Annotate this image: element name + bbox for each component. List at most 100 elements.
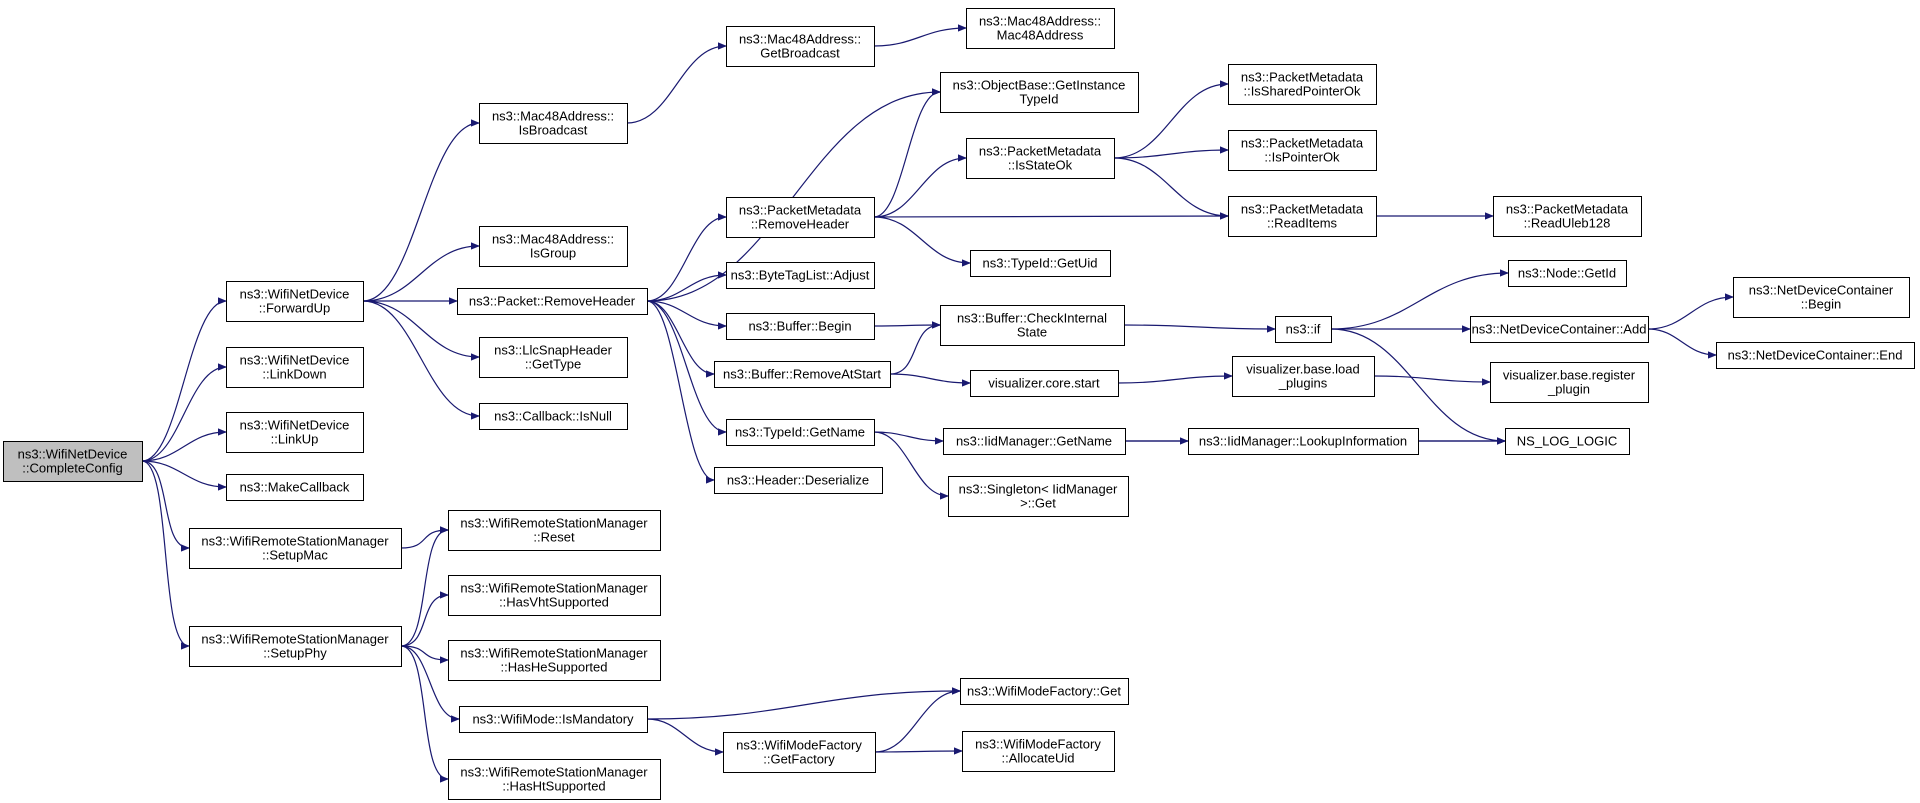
- node-ns3-singleton-iidmanager-get[interactable]: ns3::Singleton< IidManager >::Get: [948, 476, 1129, 517]
- node-ns3-wifimode-ismandatory[interactable]: ns3::WifiMode::IsMandatory: [459, 706, 648, 733]
- node-ns3-mac48address-mac48address[interactable]: ns3::Mac48Address::Mac48Address: [966, 8, 1115, 49]
- node-ns3-packetmetadata-readuleb128[interactable]: ns3::PacketMetadata::ReadUleb128: [1493, 196, 1642, 237]
- node-ns3-iidmanager-lookupinformation[interactable]: ns3::IidManager::LookupInformation: [1188, 428, 1419, 455]
- node-ns3-buffer-removeatstart[interactable]: ns3::Buffer::RemoveAtStart: [714, 361, 891, 388]
- edge-n44-n47: [646, 691, 960, 720]
- node-box: [966, 138, 1115, 179]
- edge-n7-n43: [400, 645, 448, 660]
- node-label: ::ReadUleb128: [1524, 216, 1611, 231]
- node-ns3-wifiremotestationmanager-setupmac[interactable]: ns3::WifiRemoteStationManager::SetupMac: [189, 528, 402, 569]
- node-label: ns3::WifiRemoteStationManager: [460, 516, 648, 531]
- node-ns3-wifimodefactory-get[interactable]: ns3::WifiModeFactory::Get: [960, 678, 1129, 705]
- node-ns3-callback-isnull[interactable]: ns3::Callback::IsNull: [479, 403, 628, 430]
- node-visualizer-base-register-plugin[interactable]: visualizer.base.register_plugin: [1490, 362, 1649, 403]
- node-label: ::GetType: [525, 357, 581, 372]
- node-ns-log-logic[interactable]: NS_LOG_LOGIC: [1505, 428, 1630, 455]
- node-ns3-wifimodefactory-getfactory[interactable]: ns3::WifiModeFactory::GetFactory: [723, 732, 876, 773]
- node-ns3-packet-removeheader[interactable]: ns3::Packet::RemoveHeader: [457, 288, 648, 315]
- node-ns3-packetmetadata-readitems[interactable]: ns3::PacketMetadata::ReadItems: [1228, 196, 1377, 237]
- node-visualizer-core-start[interactable]: visualizer.core.start: [970, 370, 1119, 397]
- node-ns3-buffer-begin[interactable]: ns3::Buffer::Begin: [726, 313, 875, 340]
- node-ns3-iidmanager-getname[interactable]: ns3::IidManager::GetName: [943, 428, 1126, 455]
- edge-n32-n35: [1330, 273, 1508, 330]
- node-ns3-wifiremotestationmanager-hasvhtsupported[interactable]: ns3::WifiRemoteStationManager::HasVhtSup…: [448, 575, 661, 616]
- node-box: [226, 412, 364, 453]
- node-ns3-typeid-getname[interactable]: ns3::TypeId::GetName: [726, 419, 875, 446]
- node-label: ns3::ObjectBase::GetInstance: [953, 78, 1126, 93]
- node-label: ns3::Mac48Address::: [492, 232, 614, 247]
- edge-n10-n15: [646, 92, 940, 302]
- node-label: ns3::MakeCallback: [240, 480, 350, 495]
- edge-n16-n30: [873, 216, 1228, 217]
- node-box: [726, 197, 875, 238]
- node-box: [1470, 316, 1649, 343]
- node-label: ::LinkUp: [271, 432, 319, 447]
- node-ns3-mac48address-isbroadcast[interactable]: ns3::Mac48Address::IsBroadcast: [479, 103, 628, 144]
- node-label: ns3::NetDeviceContainer::End: [1728, 348, 1903, 363]
- node-box: [1733, 277, 1910, 318]
- node-visualizer-base-load-plugins[interactable]: visualizer.base.load_plugins: [1232, 356, 1375, 397]
- edge-n25-n33: [1117, 376, 1232, 384]
- node-ns3-packetmetadata-ispointerok[interactable]: ns3::PacketMetadata::IsPointerOk: [1228, 130, 1377, 171]
- node-label: IsBroadcast: [519, 123, 588, 138]
- node-ns3-wifimodefactory-allocateuid[interactable]: ns3::WifiModeFactory::AllocateUid: [962, 731, 1115, 772]
- node-label: ns3::PacketMetadata: [1241, 202, 1364, 217]
- node-label: visualizer.core.start: [988, 376, 1100, 391]
- edge-n22-n30: [1113, 157, 1228, 216]
- node-label: _plugins: [1278, 376, 1328, 391]
- node-label: ns3::WifiNetDevice: [240, 353, 350, 368]
- node-ns3-netdevicecontainer-begin[interactable]: ns3::NetDeviceContainer::Begin: [1733, 277, 1910, 318]
- node-ns3-packetmetadata-removeheader[interactable]: ns3::PacketMetadata::RemoveHeader: [726, 197, 875, 238]
- node-ns3-wifiremotestationmanager-reset[interactable]: ns3::WifiRemoteStationManager::Reset: [448, 510, 661, 551]
- node-box: [479, 403, 628, 430]
- node-ns3-if[interactable]: ns3::if: [1275, 316, 1332, 343]
- node-ns3-wifinetdevice-forwardup[interactable]: ns3::WifiNetDevice::ForwardUp: [226, 281, 364, 322]
- node-label: NS_LOG_LOGIC: [1517, 434, 1617, 449]
- edge-n18-n24: [873, 325, 940, 326]
- node-box: [448, 640, 661, 681]
- edge-n36-n39: [1647, 297, 1733, 330]
- node-ns3-wifinetdevice-completeconfig[interactable]: ns3::WifiNetDevice::CompleteConfig: [3, 441, 143, 482]
- edge-n2-n9: [362, 246, 479, 302]
- node-ns3-netdevicecontainer-end[interactable]: ns3::NetDeviceContainer::End: [1716, 342, 1915, 369]
- node-ns3-packetmetadata-issharedpointerok[interactable]: ns3::PacketMetadata::IsSharedPointerOk: [1228, 64, 1377, 105]
- node-ns3-node-getid[interactable]: ns3::Node::GetId: [1508, 260, 1627, 287]
- node-ns3-header-deserialize[interactable]: ns3::Header::Deserialize: [714, 467, 883, 494]
- nodes-layer: ns3::WifiNetDevice::CompleteConfigns3::W…: [3, 8, 1915, 800]
- node-ns3-wifinetdevice-linkdown[interactable]: ns3::WifiNetDevice::LinkDown: [226, 347, 364, 388]
- node-box: [940, 72, 1139, 113]
- node-box: [726, 313, 875, 340]
- edge-n1-n2: [141, 301, 227, 462]
- node-box: [726, 419, 875, 446]
- node-box: [970, 250, 1111, 277]
- node-ns3-makecallback[interactable]: ns3::MakeCallback: [226, 474, 364, 501]
- node-label: >::Get: [1020, 496, 1056, 511]
- node-label: ns3::Buffer::CheckInternal: [957, 311, 1107, 326]
- node-ns3-mac48address-getbroadcast[interactable]: ns3::Mac48Address::GetBroadcast: [726, 26, 875, 67]
- edge-n20-n27: [873, 431, 948, 496]
- node-ns3-mac48address-isgroup[interactable]: ns3::Mac48Address::IsGroup: [479, 226, 628, 267]
- node-ns3-wifinetdevice-linkup[interactable]: ns3::WifiNetDevice::LinkUp: [226, 412, 364, 453]
- node-label: ns3::TypeId::GetName: [735, 425, 865, 440]
- edge-n10-n20: [646, 300, 727, 432]
- node-ns3-llcsnapheader-gettype[interactable]: ns3::LlcSnapHeader::GetType: [479, 337, 628, 378]
- node-label: ns3::WifiModeFactory: [975, 737, 1101, 752]
- node-ns3-bytetaglist-adjust[interactable]: ns3::ByteTagList::Adjust: [726, 262, 875, 289]
- edge-n19-n25: [889, 373, 970, 383]
- node-ns3-wifiremotestationmanager-hashesupported[interactable]: ns3::WifiRemoteStationManager::HasHeSupp…: [448, 640, 661, 681]
- node-box: [1493, 196, 1642, 237]
- node-ns3-netdevicecontainer-add[interactable]: ns3::NetDeviceContainer::Add: [1470, 316, 1649, 343]
- node-box: [726, 262, 875, 289]
- node-label: visualizer.base.register: [1503, 368, 1636, 383]
- node-ns3-packetmetadata-isstateok[interactable]: ns3::PacketMetadata::IsStateOk: [966, 138, 1115, 179]
- node-box: [1716, 342, 1915, 369]
- node-ns3-wifiremotestationmanager-setupphy[interactable]: ns3::WifiRemoteStationManager::SetupPhy: [189, 626, 402, 667]
- node-label: ::SetupMac: [262, 548, 328, 563]
- node-ns3-typeid-getuid[interactable]: ns3::TypeId::GetUid: [970, 250, 1111, 277]
- edge-n1-n3: [141, 367, 226, 462]
- node-label: GetBroadcast: [760, 46, 840, 61]
- node-label: ns3::Mac48Address::: [492, 109, 614, 124]
- node-ns3-wifiremotestationmanager-hashtsupported[interactable]: ns3::WifiRemoteStationManager::HasHtSupp…: [448, 759, 661, 800]
